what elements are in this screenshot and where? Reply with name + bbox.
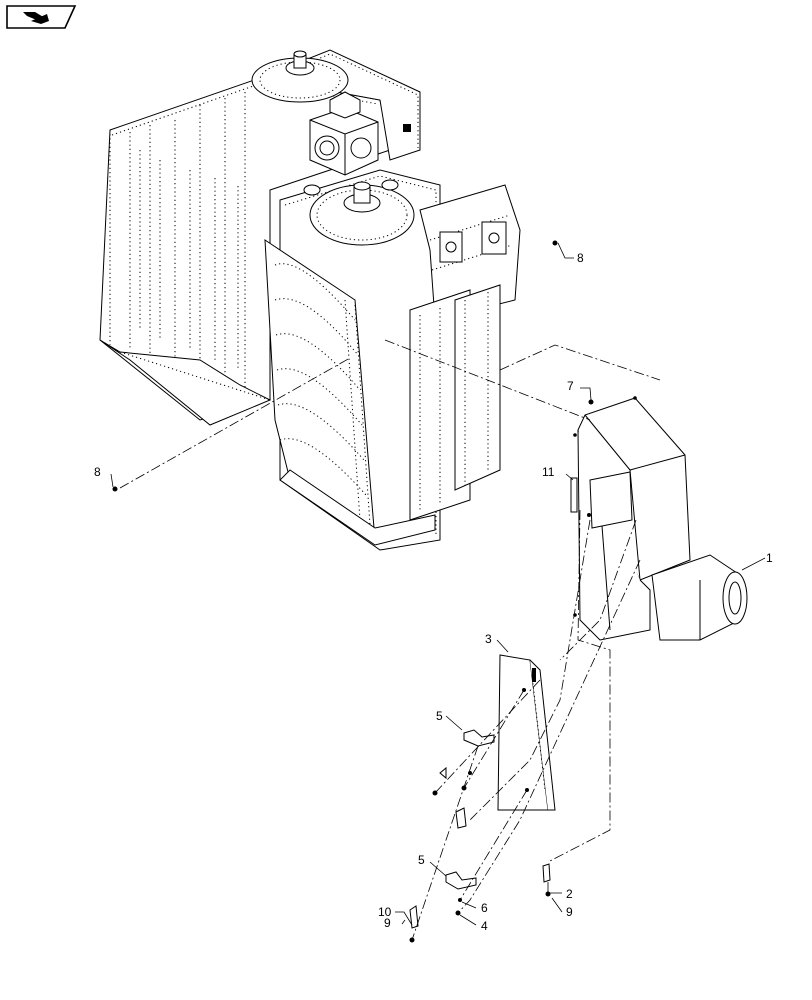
callout-4: 4 [481,919,488,933]
callout-5-upper: 5 [436,709,443,723]
callout-3: 3 [485,632,492,646]
discharge-chute-assembly [570,396,748,641]
assembly-centerlines [119,339,661,941]
callout-8-left: 8 [94,465,101,479]
callout-1: 1 [766,551,773,565]
hardware-items [112,240,594,943]
callout-labels: 1 2 3 4 5 5 6 7 8 8 9 9 10 11 [94,251,773,933]
callout-9-left: 9 [384,916,391,930]
side-panel-part-3 [497,654,556,811]
callout-8-right: 8 [577,251,584,265]
callout-6: 6 [481,901,488,915]
navigation-button[interactable] [5,4,77,30]
callout-11: 11 [542,465,555,479]
bracket-part-5-lower [445,871,477,890]
callout-5-lower: 5 [418,853,425,867]
callout-10: 10 [378,905,392,919]
callout-7: 7 [567,379,574,393]
callout-9-right: 9 [566,905,573,919]
book-arrow-icon [6,5,77,29]
leader-lines [110,242,766,926]
bracket-part-5-upper [463,729,495,747]
main-frame-assembly [99,49,521,551]
callout-2: 2 [566,887,573,901]
